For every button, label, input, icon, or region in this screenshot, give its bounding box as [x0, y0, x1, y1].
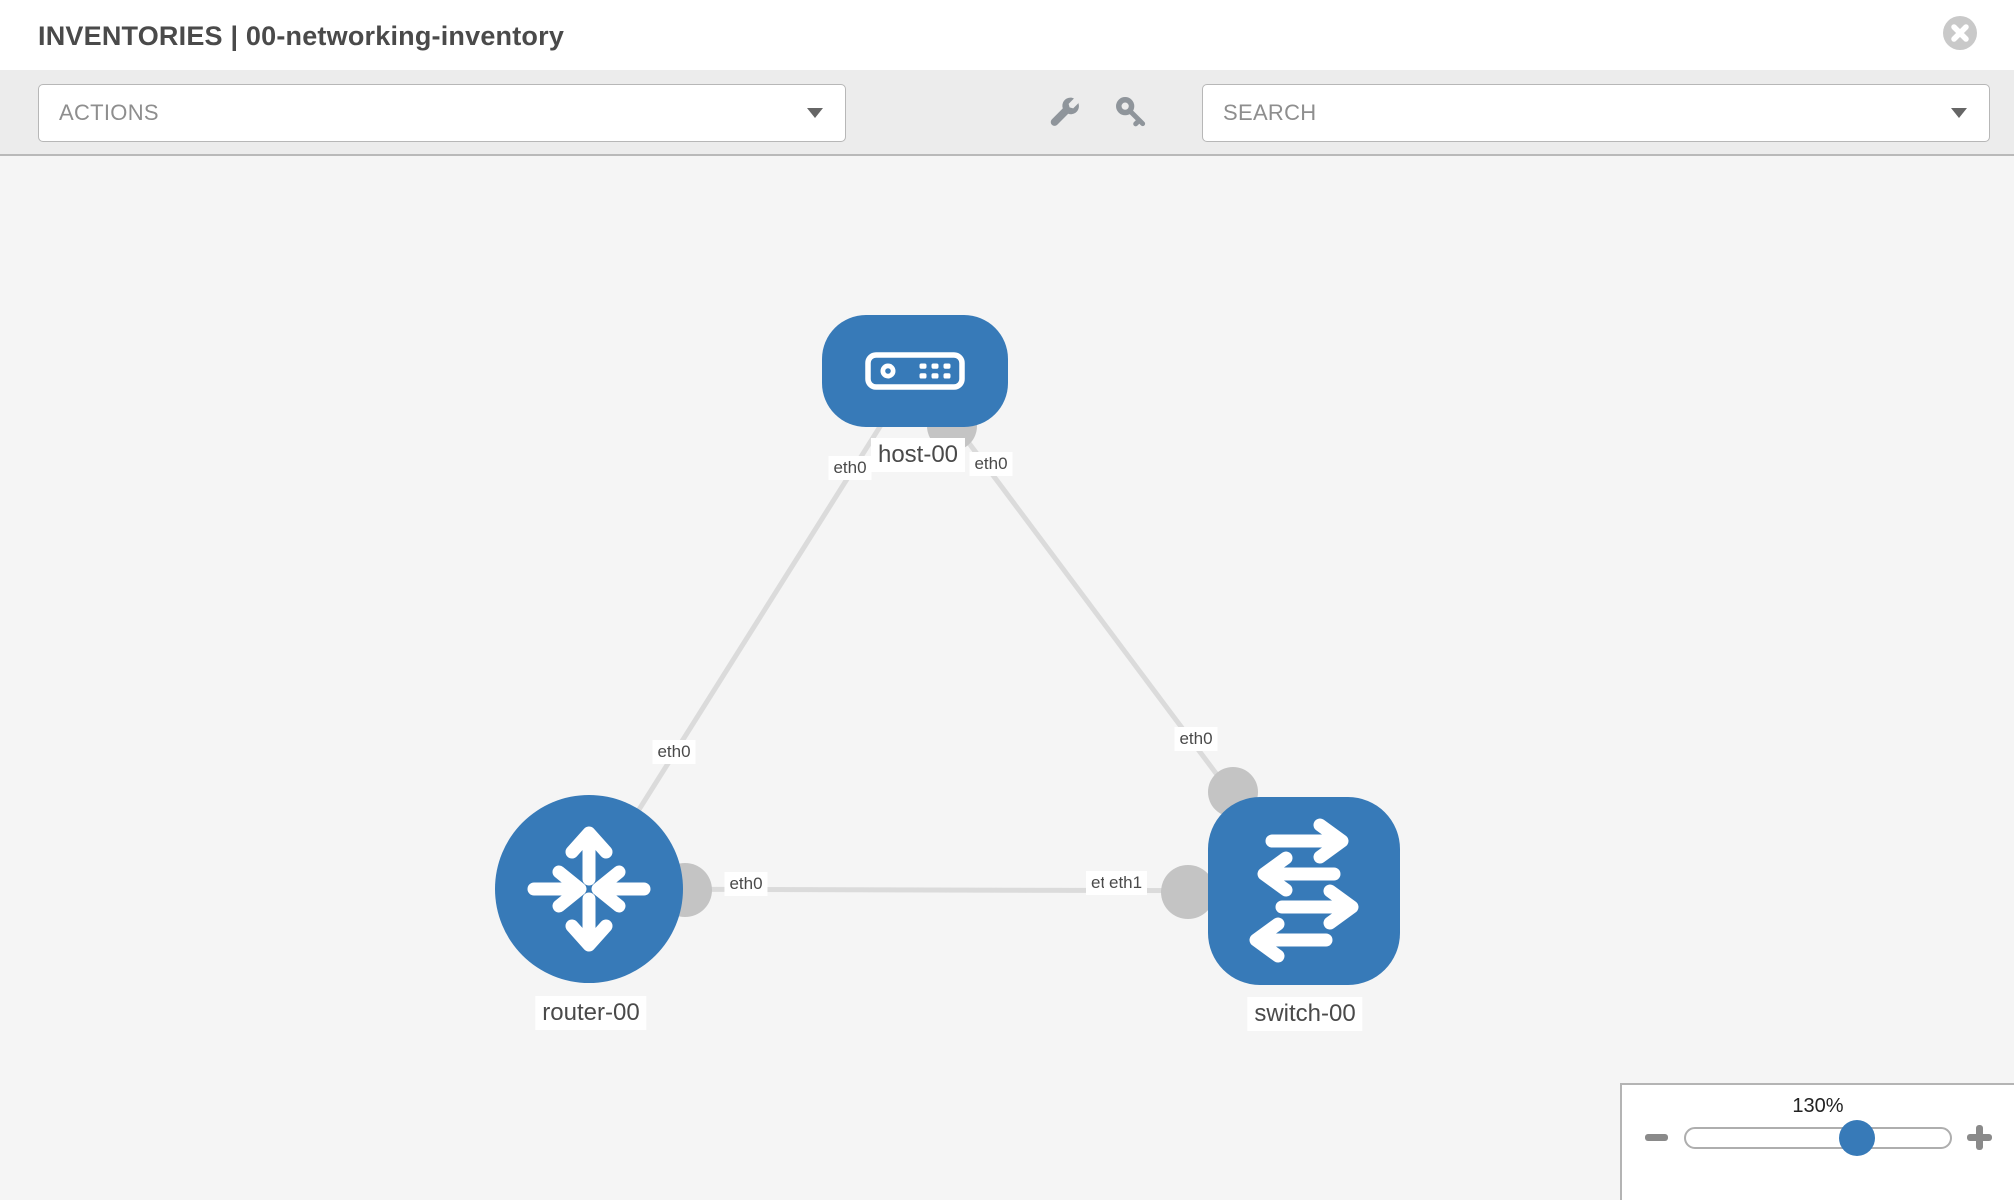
close-button[interactable] — [1943, 16, 1977, 50]
close-icon — [1951, 24, 1969, 42]
connector-switch-left — [1161, 865, 1215, 919]
configure-button[interactable] — [1046, 95, 1080, 129]
node-label-switch: switch-00 — [1247, 997, 1363, 1031]
iface-label-host-right: eth0 — [969, 452, 1013, 476]
topology-graph — [495, 315, 1400, 985]
node-router[interactable] — [495, 795, 683, 983]
header: INVENTORIES | 00-networking-inventory — [0, 0, 2014, 70]
search-dropdown[interactable]: SEARCH — [1202, 84, 1990, 142]
zoom-slider-thumb[interactable] — [1838, 1119, 1875, 1156]
actions-dropdown-label: ACTIONS — [59, 100, 159, 125]
switch-icon — [1249, 818, 1359, 963]
host-icon — [865, 352, 965, 390]
iface-label-switch-left-front: eth1 — [1104, 871, 1148, 895]
wrench-icon — [1050, 97, 1079, 126]
iface-label-host-left: eth0 — [828, 456, 872, 480]
actions-dropdown[interactable]: ACTIONS — [38, 84, 846, 142]
chevron-down-icon — [1951, 108, 1967, 118]
toolbar: ACTIONS SEARCH — [0, 70, 2014, 156]
credentials-button[interactable] — [1114, 95, 1148, 129]
zoom-slider[interactable] — [1683, 1119, 1952, 1156]
iface-label-router-right: eth0 — [724, 872, 768, 896]
page-title: INVENTORIES | 00-networking-inventory — [38, 21, 565, 51]
node-switch[interactable] — [1208, 797, 1400, 985]
key-icon — [1116, 97, 1146, 127]
zoom-level-value: 130% — [1792, 1095, 1844, 1117]
iface-label-router-top: eth0 — [652, 740, 696, 764]
router-icon — [527, 826, 651, 952]
zoom-in-button[interactable] — [1966, 1125, 1992, 1150]
node-label-router: router-00 — [535, 996, 647, 1030]
interface-connectors — [658, 401, 1258, 919]
search-dropdown-label: SEARCH — [1223, 100, 1317, 125]
node-host[interactable] — [822, 315, 1008, 427]
zoom-panel: 130% — [1620, 1083, 2014, 1200]
zoom-out-button[interactable] — [1644, 1134, 1668, 1141]
chevron-down-icon — [807, 108, 823, 118]
topology-canvas[interactable]: host-00 router-00 switch-00 eth0 eth0 et… — [0, 156, 2014, 1200]
node-label-host: host-00 — [870, 438, 966, 472]
iface-label-switch-top: eth0 — [1174, 727, 1218, 751]
